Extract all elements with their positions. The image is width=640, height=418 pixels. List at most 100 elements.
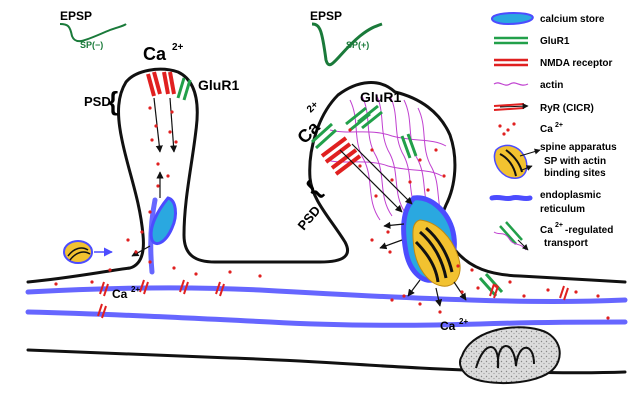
ca-dot xyxy=(134,250,138,254)
ca-dot xyxy=(126,238,130,242)
ca-dot xyxy=(508,280,512,284)
left-ca-superscript: 2+ xyxy=(172,42,184,53)
actin-icon xyxy=(493,82,529,86)
legend-label-ryr: RyR (CICR) xyxy=(540,103,594,114)
legend-label-nmda: NMDA receptor xyxy=(540,58,613,69)
ca-dots-icon xyxy=(498,122,516,136)
legend-label-er-2: reticulum xyxy=(540,204,585,215)
legend-label-spine-apparatus-1: spine apparatus xyxy=(540,142,617,153)
ca-dot xyxy=(148,260,152,264)
ca-regulated-transport-icon xyxy=(493,221,529,251)
ca-dot xyxy=(456,264,460,268)
left-epsp-label: EPSP xyxy=(60,9,92,23)
ca-dot xyxy=(156,162,160,166)
ca-dot xyxy=(140,230,144,234)
left-psd-label: PSD xyxy=(84,94,111,109)
ca-dot xyxy=(370,238,374,242)
left-psd-brace: { xyxy=(108,86,118,116)
left-sp-label: SP(−) xyxy=(80,40,103,50)
legend-label-transport-2: transport xyxy=(544,238,589,249)
legend-label-ca: Ca xyxy=(540,124,553,135)
legend-label-transport-sup: 2+ xyxy=(555,222,563,229)
left-calcium-store xyxy=(149,196,177,245)
legend-item-spine-apparatus: spine apparatus SP with actin binding si… xyxy=(493,142,617,180)
ca-dot xyxy=(54,282,58,286)
legend-label-spine-apparatus-3: binding sites xyxy=(544,168,606,179)
ca-dot xyxy=(418,302,422,306)
legend-item-calcium-store: calcium store xyxy=(490,12,605,26)
left-spine-labels: Ca 2+ GluR1 PSD { Ca 2+ xyxy=(84,42,239,301)
ca-dot xyxy=(470,268,474,272)
legend-label-actin: actin xyxy=(540,80,563,91)
ca-dot xyxy=(358,164,362,168)
ca-dot xyxy=(606,316,610,320)
mitochondrion xyxy=(459,326,561,384)
legend-label-ca-superscript: 2+ xyxy=(555,122,563,129)
legend-label-spine-apparatus-2: SP with actin xyxy=(544,156,606,167)
left-spine-apparatus xyxy=(63,240,113,264)
right-ca-influx-arrows xyxy=(339,143,467,307)
ca-dot xyxy=(108,268,112,272)
legend-label-transport-ca: Ca xyxy=(540,225,553,236)
legend-item-ryr: RyR (CICR) xyxy=(493,103,594,114)
legend: calcium store GluR1 NMDA receptor actin xyxy=(489,12,617,251)
ca-dot xyxy=(388,250,392,254)
right-sp-label: SP(+) xyxy=(346,40,369,50)
legend-label-er-1: endoplasmic xyxy=(540,190,602,201)
legend-label-glur1: GluR1 xyxy=(540,36,570,47)
right-epsp: EPSP SP(+) xyxy=(310,9,383,67)
ca-dot xyxy=(390,178,394,182)
ca-dot xyxy=(258,274,262,278)
left-glur1-label: GluR1 xyxy=(198,77,239,93)
ca-dot xyxy=(596,294,600,298)
right-nmda-receptor xyxy=(320,136,362,176)
right-glur1-receptor xyxy=(310,104,504,297)
right-dendrite-ca-label: Ca xyxy=(440,319,456,333)
ca-dot xyxy=(418,158,422,162)
ca-dot xyxy=(460,290,464,294)
ca-dot xyxy=(546,288,550,292)
nmda-receptor-icon xyxy=(494,58,528,67)
ca-dot xyxy=(374,194,378,198)
ca-dot xyxy=(148,210,152,214)
ca-dot xyxy=(170,110,174,114)
ca-dot xyxy=(442,174,446,178)
ca-dot xyxy=(574,290,578,294)
legend-item-er: endoplasmic reticulum xyxy=(489,190,602,215)
ca-dot xyxy=(148,106,152,110)
left-glur1-receptor xyxy=(176,77,192,101)
ca-dot xyxy=(168,130,172,134)
ca-dot xyxy=(172,266,176,270)
right-epsp-trace xyxy=(311,22,383,67)
ca-dot xyxy=(150,138,154,142)
ca-dot xyxy=(228,270,232,274)
right-epsp-label: EPSP xyxy=(310,9,342,23)
right-ca-superscript: 2+ xyxy=(305,99,321,115)
left-nmda-receptor xyxy=(146,71,176,97)
ryr-icon xyxy=(493,103,529,111)
left-ca-label: Ca xyxy=(143,44,167,64)
ca-dot xyxy=(438,310,442,314)
left-epsp: EPSP SP(−) xyxy=(59,9,127,50)
legend-item-transport: Ca 2+ -regulated transport xyxy=(493,221,613,251)
ca-dot xyxy=(402,294,406,298)
ca-dot xyxy=(390,298,394,302)
ca-dot xyxy=(348,128,352,132)
right-spine-apparatus xyxy=(412,219,461,287)
ca-dot xyxy=(194,272,198,276)
ca-dot xyxy=(166,174,170,178)
glur1-icon xyxy=(494,36,528,45)
ca-dot xyxy=(90,280,94,284)
ca-dot xyxy=(476,286,480,290)
right-psd-label: PSD xyxy=(295,203,324,233)
left-epsp-trace xyxy=(59,23,127,43)
right-psd-brace: { xyxy=(301,176,327,202)
endoplasmic-reticulum-icon xyxy=(489,194,533,202)
left-dendrite-ca-superscript: 2+ xyxy=(131,285,140,294)
legend-item-ca: Ca 2+ xyxy=(498,122,563,136)
ca-dot xyxy=(156,184,160,188)
legend-item-glur1: GluR1 xyxy=(494,36,570,47)
ca-dot xyxy=(434,148,438,152)
ca-dot xyxy=(522,294,526,298)
